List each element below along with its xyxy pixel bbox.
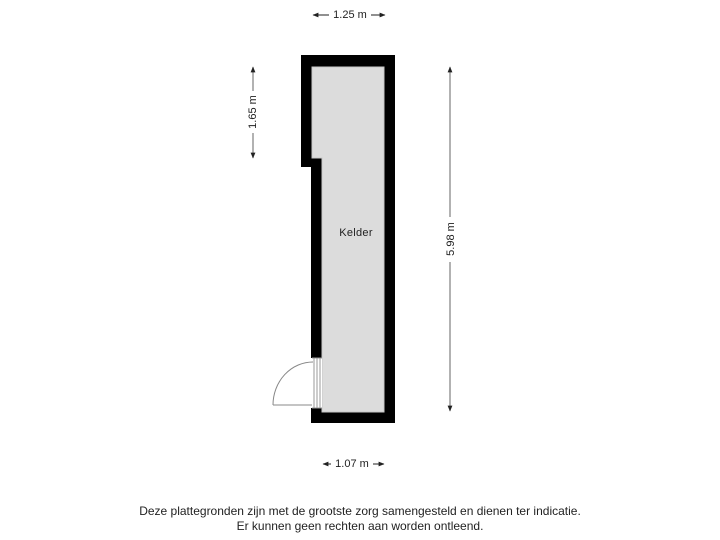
door — [272, 357, 322, 409]
disclaimer: Deze plattegronden zijn met de grootste … — [0, 504, 720, 534]
disclaimer-line-2: Er kunnen geen rechten aan worden ontlee… — [236, 519, 484, 533]
dimension-top-label: 1.25 m — [329, 9, 371, 21]
dimension-bottom-label: 1.07 m — [331, 458, 373, 470]
room-label-kelder: Kelder — [339, 227, 373, 239]
dimension-left-label: 1.65 m — [247, 91, 259, 133]
room-floor-kelder — [311, 66, 385, 413]
disclaimer-line-1: Deze plattegronden zijn met de grootste … — [139, 504, 581, 518]
dimension-right-label: 5.98 m — [445, 217, 457, 261]
